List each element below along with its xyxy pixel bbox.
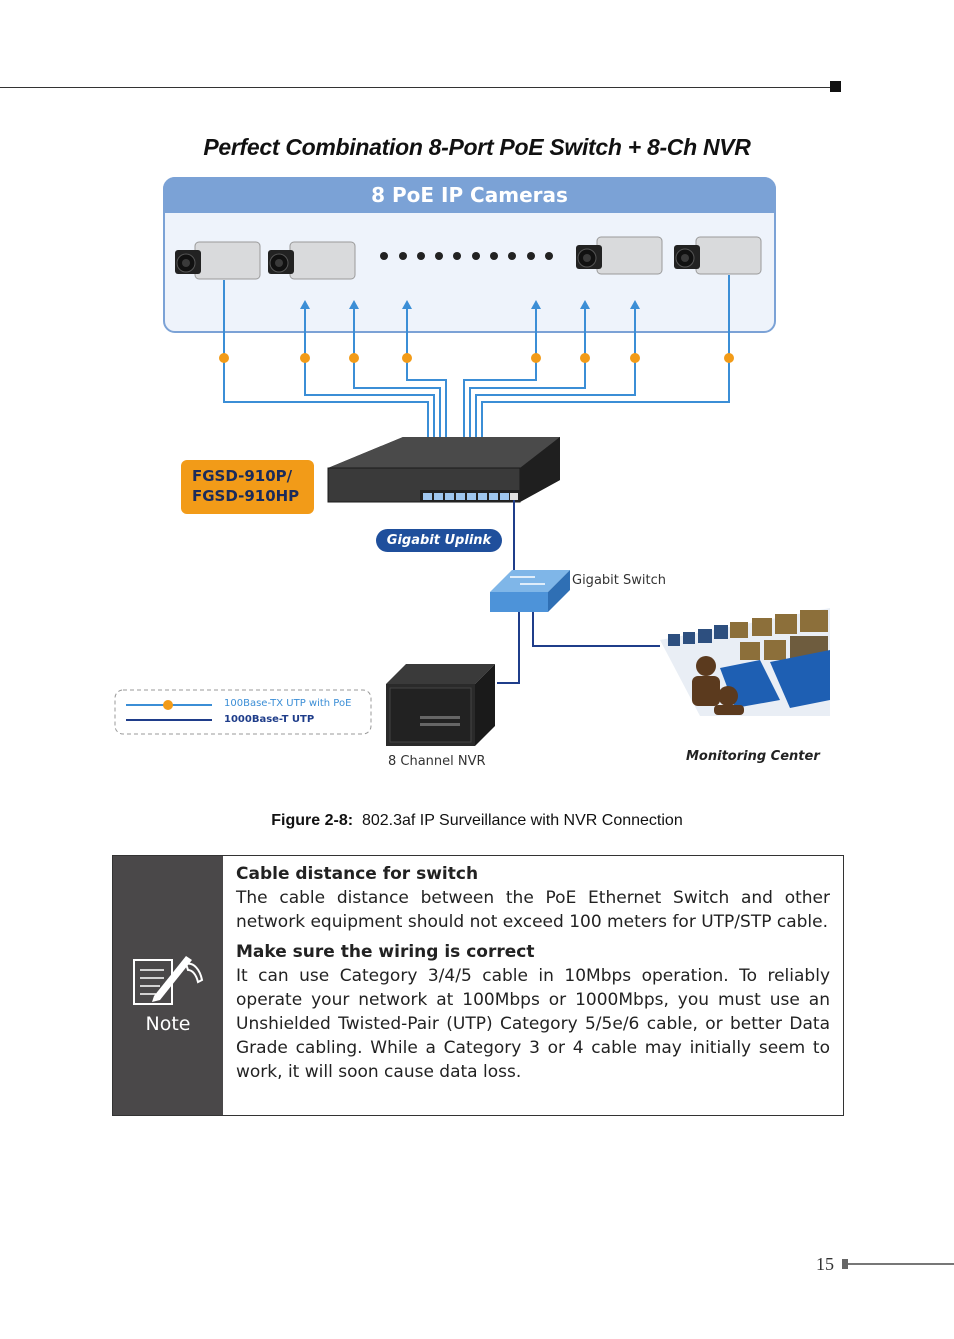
monitoring-center-image: [660, 608, 830, 716]
legend-utp-line-label: 1000Base-T UTP: [224, 714, 315, 725]
ip-camera-2: [268, 241, 356, 280]
header-square-mark: [830, 81, 841, 92]
header-rule: [0, 87, 834, 88]
model-line-1: FGSD-910P/: [192, 467, 293, 485]
nvr-device: [386, 664, 495, 746]
upward-arrows: [300, 300, 640, 309]
network-diagram: [114, 236, 830, 746]
ip-camera-1: [175, 241, 261, 280]
note-content: Cable distance for switch The cable dist…: [236, 862, 830, 1090]
legend-box: [114, 689, 372, 735]
note-box: [112, 855, 844, 1116]
poe-tags: [219, 353, 734, 363]
note-pencil-icon: [133, 956, 204, 1005]
poe-switch-device: [327, 437, 560, 503]
switch-model-badge: FGSD-910P/ FGSD-910HP: [181, 460, 314, 514]
ip-camera-3: [576, 236, 663, 275]
caption-prefix: Figure 2-8:: [271, 812, 354, 829]
figure-caption: Figure 2-8: 802.3af IP Surveillance with…: [0, 812, 954, 830]
note-section1-text: The cable distance between the PoE Ether…: [236, 888, 830, 932]
page-number-rule: [848, 1263, 954, 1265]
caption-text: 802.3af IP Surveillance with NVR Connect…: [361, 812, 683, 829]
note-section2-title: Make sure the wiring is correct: [236, 942, 535, 962]
gigabit-uplink-label: Gigabit Uplink: [376, 529, 502, 552]
note-section1-title: Cable distance for switch: [236, 864, 479, 884]
cameras-header: 8 PoE IP Cameras: [163, 177, 776, 213]
ip-camera-4: [674, 236, 762, 275]
gigabit-switch-label: Gigabit Switch: [572, 573, 666, 588]
page-number: 15: [816, 1254, 834, 1274]
utp-cables: [497, 500, 660, 684]
more-cameras-dots: [380, 252, 553, 260]
gigabit-switch-device: [490, 570, 570, 612]
monitoring-center-label: Monitoring Center: [686, 749, 820, 764]
note-label: Note: [145, 1013, 191, 1035]
model-line-2: FGSD-910HP: [192, 487, 300, 505]
note-section2-text: It can use Category 3/4/5 cable in 10Mbp…: [236, 966, 830, 1082]
legend-poe-line-label: 100Base-TX UTP with PoE: [224, 698, 352, 709]
nvr-label: 8 Channel NVR: [388, 754, 486, 769]
figure-title: Perfect Combination 8-Port PoE Switch + …: [203, 134, 751, 160]
page-number-mark: [842, 1259, 848, 1269]
